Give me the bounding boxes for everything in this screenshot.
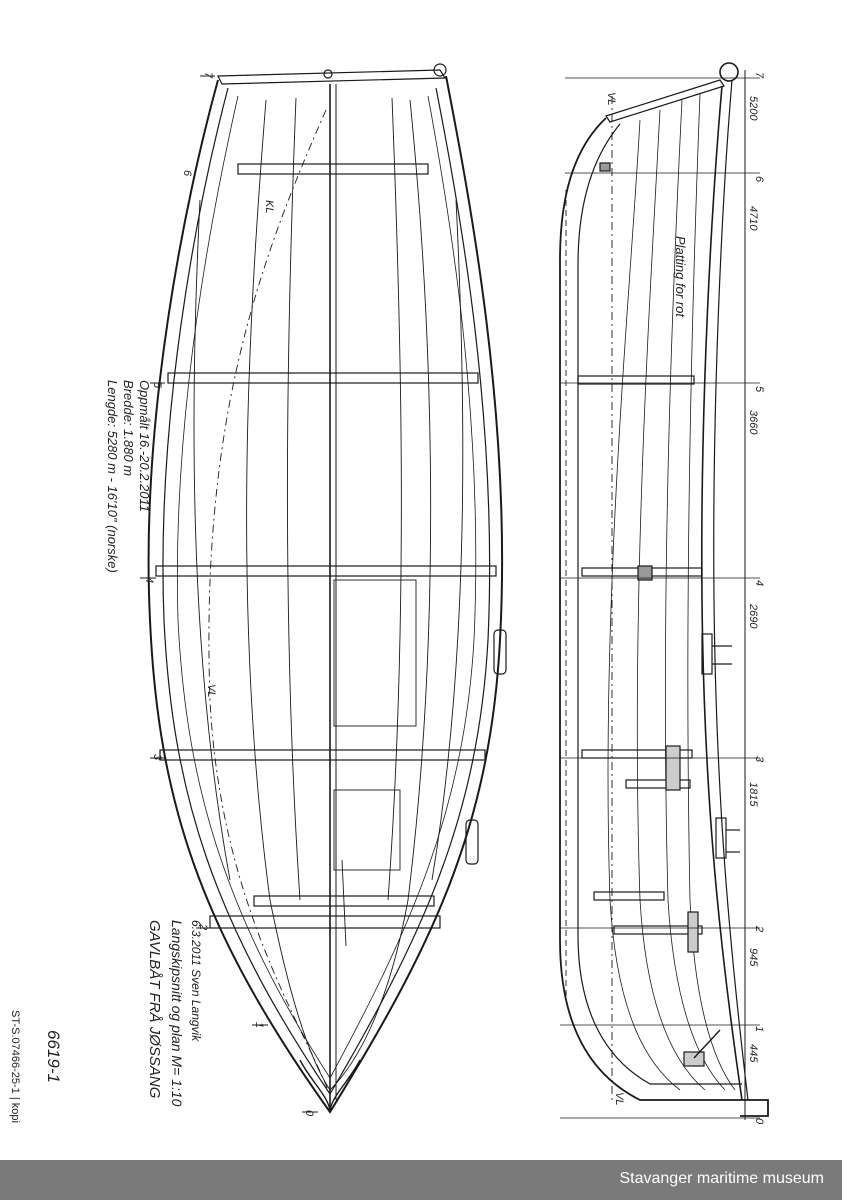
plan-plank-6: [431, 199, 464, 881]
profile-transom-rake: [605, 79, 725, 123]
label-vl-plan: VL: [205, 684, 217, 697]
svg-text:Platting for rot: Platting for rot: [673, 236, 688, 318]
plan-station-4: 4: [143, 577, 155, 583]
profile-post-2: [687, 911, 699, 953]
svg-text:7: 7: [753, 72, 765, 79]
profile-bow-block: [683, 1051, 705, 1067]
boat-drawing: Lengde: 5280 m - 16'10" (norske) Bredde:…: [9, 62, 769, 1125]
profile-hull-outer: [559, 117, 769, 1117]
plan-spring: [341, 859, 347, 947]
label-vl-bottom: VL: [613, 1092, 625, 1105]
profile-thwart-2: [593, 891, 665, 901]
svg-text:6: 6: [753, 176, 765, 183]
drawing-sheet: Lengde: 5280 m - 16'10" (norske) Bredde:…: [9, 62, 769, 1125]
svg-text:1: 1: [753, 1026, 765, 1032]
plan-station-6: 6: [181, 170, 193, 177]
profile-view: [559, 62, 769, 1120]
drawing-title: GAVLBÅT FRÅ JØSSANG: [146, 920, 163, 1099]
svg-text:4710: 4710: [747, 206, 759, 231]
profile-rowlock-2: [715, 817, 727, 859]
plan-thwart-4: [155, 565, 497, 577]
profile-stern-knob: [719, 62, 739, 82]
plan-plank-5: [193, 199, 231, 881]
drawing-number: 6619-1: [44, 1030, 63, 1083]
plan-rowlock-2: [465, 819, 479, 865]
profile-knee-4: [637, 565, 653, 581]
svg-text:1815: 1815: [747, 782, 759, 807]
plan-station-2: 2: [197, 923, 209, 930]
plan-view: [147, 63, 507, 1114]
plan-transom-knob: [433, 63, 447, 77]
plan-stem: [299, 1059, 361, 1113]
plan-thwart-5: [167, 372, 479, 384]
profile-post-3: [665, 745, 681, 791]
svg-text:3660: 3660: [747, 410, 759, 435]
profile-keel: [700, 85, 743, 1101]
profile-station-lines: [560, 77, 760, 1119]
profile-thwart-3b: [625, 779, 691, 789]
svg-text:5: 5: [753, 386, 765, 393]
plan-thwart-2b: [209, 915, 441, 929]
plan-plank-3: [387, 97, 402, 901]
spec-breadth: Bredde: 1.880 m: [121, 380, 136, 476]
plan-stem-head: [323, 69, 333, 79]
plan-station-1: 1: [253, 1022, 265, 1028]
svg-text:445: 445: [747, 1044, 759, 1063]
drawing-subtitle: Langskipsnitt og plan M= 1:10: [169, 920, 185, 1107]
plan-station-3: 3: [151, 754, 163, 761]
plan-thwart-3: [159, 749, 486, 761]
svg-text:945: 945: [747, 948, 759, 967]
plan-plank-1: [246, 99, 331, 1091]
svg-text:0: 0: [753, 1118, 765, 1125]
plan-thwart-6: [237, 163, 429, 175]
plan-station-ticks: [140, 75, 318, 1113]
profile-hull-inner: [577, 123, 742, 1085]
plan-transom: [217, 69, 447, 85]
label-kl: KL: [263, 200, 275, 213]
profile-keel-outer: [713, 79, 749, 1101]
title-block: GAVLBÅT FRÅ JØSSANG Langskipsnitt og pla…: [146, 920, 203, 1107]
profile-frame-6: [599, 162, 611, 172]
museum-credit: Stavanger maritime museum: [619, 1170, 824, 1187]
profile-thwart-5: [577, 375, 695, 385]
plan-station-numbers: 7 6 5 4 3 2 1 0: [143, 72, 315, 1117]
svg-text:4: 4: [753, 580, 765, 586]
drawing-date-author: 6.3.2011 Sven Langvik: [189, 920, 203, 1042]
catalog-number: ST-S.07466-25-1 | kopi: [9, 1010, 21, 1123]
drawing-number-group: 6619-1: [44, 1030, 63, 1083]
svg-text:3: 3: [753, 756, 765, 763]
plan-floorboards-b: [333, 789, 401, 871]
profile-rowlock-1: [701, 633, 713, 675]
plan-hull-inner: [162, 87, 491, 1096]
profile-station-numbers: 7 5200 6 4710 5 3660 4 2690 3 1815 2 945…: [747, 72, 765, 1125]
spec-length: Lengde: 5280 m - 16'10" (norske): [105, 380, 120, 573]
profile-thwart-2b: [613, 925, 703, 935]
plan-station-0: 0: [303, 1110, 315, 1117]
plan-rowlock-1: [493, 629, 507, 675]
plan-station-5: 5: [151, 382, 163, 389]
specs-block: Lengde: 5280 m - 16'10" (norske) Bredde:…: [105, 380, 152, 573]
plan-plank-4: [329, 99, 432, 1091]
svg-text:2: 2: [753, 925, 765, 932]
spec-measured: Oppmålt 16.-20.2.2011: [137, 380, 152, 512]
svg-text:5200: 5200: [747, 96, 759, 121]
catalog-number-group: ST-S.07466-25-1 | kopi: [9, 1010, 21, 1123]
plan-station-7: 7: [202, 72, 214, 79]
plan-vl-line: [208, 109, 329, 1091]
label-vl-top: VL: [605, 92, 617, 105]
svg-text:2690: 2690: [747, 603, 759, 629]
plan-floorboards-a: [333, 579, 417, 727]
planting-annotation: Platting for rot: [673, 236, 688, 318]
footer-bar: Stavanger maritime museum: [0, 1160, 842, 1200]
plan-plank-2: [287, 97, 301, 901]
